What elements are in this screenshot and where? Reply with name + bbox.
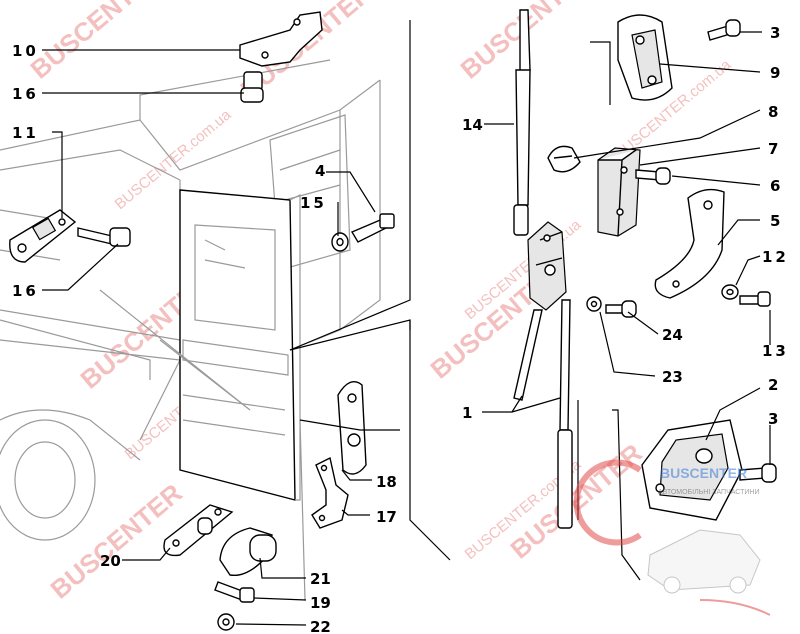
label-10: 10: [12, 42, 39, 60]
part-15-washer: [331, 232, 349, 252]
watermark-text: BUSCENTER: [25, 0, 168, 85]
label-18: 18: [376, 473, 397, 491]
label-15: 15: [300, 194, 327, 212]
label-11: 11: [12, 124, 39, 142]
part-5-hinge-arm: [654, 188, 725, 299]
label-5: 5: [770, 212, 780, 230]
part-23-washer: [586, 296, 602, 312]
part-7-block: [597, 147, 641, 237]
part-13-bolt: [739, 291, 771, 307]
buscenter-logo-stamp: BUSCENTER АВТОМОБІЛЬНІ ЗАПЧАСТИНИ: [573, 459, 771, 616]
part-6-screw: [635, 167, 671, 185]
label-4: 4: [315, 162, 325, 180]
part-20-striker-plate: [163, 504, 234, 557]
part-3-screw-lower: [739, 463, 777, 483]
label-3-lower: 3: [768, 410, 778, 428]
part-21-striker: [219, 527, 277, 577]
part-12-washer: [721, 284, 739, 300]
part-19-bolt: [214, 581, 255, 603]
logo-text: BUSCENTER: [660, 465, 747, 481]
label-16-left: 16: [12, 282, 39, 300]
part-16-stud: [240, 71, 264, 103]
part-18-plate: [337, 381, 367, 475]
part-14-rod: [513, 9, 531, 236]
part-17-bracket: [311, 456, 349, 529]
part-4-bolt: [350, 213, 395, 243]
part-2-housing: [641, 419, 743, 521]
label-13: 13: [762, 342, 789, 360]
van-body-drawing: [0, 59, 381, 601]
label-14: 14: [462, 116, 483, 134]
divider-lines: [289, 20, 451, 561]
part-11-catch-plate: [9, 209, 77, 263]
label-1: 1: [462, 404, 472, 422]
part-9-hinge: [617, 14, 673, 101]
label-17: 17: [376, 508, 397, 526]
part-24-screw: [605, 300, 637, 318]
part-lock-mechanism: [527, 221, 567, 311]
part-3-screw: [707, 19, 741, 41]
label-21: 21: [310, 570, 331, 588]
part-1-rod: [513, 299, 573, 529]
part-22-washer: [217, 613, 235, 631]
label-2: 2: [768, 376, 778, 394]
label-16-top: 16: [12, 85, 39, 103]
label-19: 19: [310, 594, 331, 612]
label-24: 24: [662, 326, 683, 344]
label-8: 8: [768, 103, 778, 121]
label-7: 7: [768, 140, 778, 158]
label-20: 20: [100, 552, 121, 570]
label-3-top: 3: [770, 24, 780, 42]
label-9: 9: [770, 64, 780, 82]
label-12: 12: [762, 248, 789, 266]
leader-lines: [42, 31, 771, 626]
logo-subtitle: АВТОМОБІЛЬНІ ЗАПЧАСТИНИ: [658, 489, 759, 496]
part-16-screw: [77, 227, 131, 247]
label-22: 22: [310, 618, 331, 634]
part-8-clip: [547, 145, 581, 173]
callout-labels: 10 16 11 16 4 15 14 3 9 8 7 6 5 12 13 24…: [12, 24, 789, 634]
part-10-bracket: [239, 11, 323, 67]
label-23: 23: [662, 368, 683, 386]
label-6: 6: [770, 177, 780, 195]
